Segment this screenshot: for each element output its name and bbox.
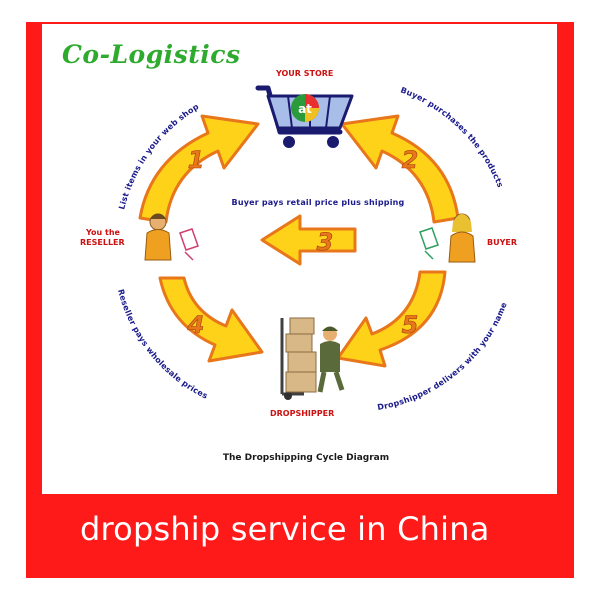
step-number-1: 1 bbox=[188, 146, 205, 174]
node-label-buyer: BUYER bbox=[487, 238, 518, 247]
step-number-4: 4 bbox=[187, 311, 205, 339]
step-label-5: Dropshipper delivers with your name bbox=[377, 301, 509, 412]
node-label-dropshipper: DROPSHIPPER bbox=[270, 409, 335, 418]
diagram-title: The Dropshipping Cycle Diagram bbox=[223, 453, 389, 463]
cart-icon: at bbox=[255, 85, 354, 148]
step-number-5: 5 bbox=[402, 311, 419, 339]
banner-caption: dropship service in China bbox=[80, 510, 490, 548]
node-label-reseller-line2: RESELLER bbox=[80, 238, 125, 247]
store-logo-text: at bbox=[298, 102, 312, 116]
step-label-3: Buyer pays retail price plus shipping bbox=[232, 198, 405, 207]
arrow-step-4 bbox=[158, 276, 264, 363]
arrow-step-1 bbox=[138, 114, 260, 224]
arrow-step-5 bbox=[336, 270, 447, 368]
step-number-2: 2 bbox=[402, 146, 419, 174]
node-label-store: YOUR STORE bbox=[276, 69, 334, 78]
step-number-3: 3 bbox=[317, 228, 334, 256]
arrow-step-3 bbox=[260, 214, 357, 266]
node-label-reseller-line1: You the bbox=[86, 228, 120, 237]
brand-logo-text: Co-Logistics bbox=[62, 40, 241, 69]
reseller-person-icon bbox=[144, 213, 199, 261]
dropshipper-worker-icon bbox=[280, 317, 345, 400]
buyer-person-icon bbox=[419, 213, 476, 263]
